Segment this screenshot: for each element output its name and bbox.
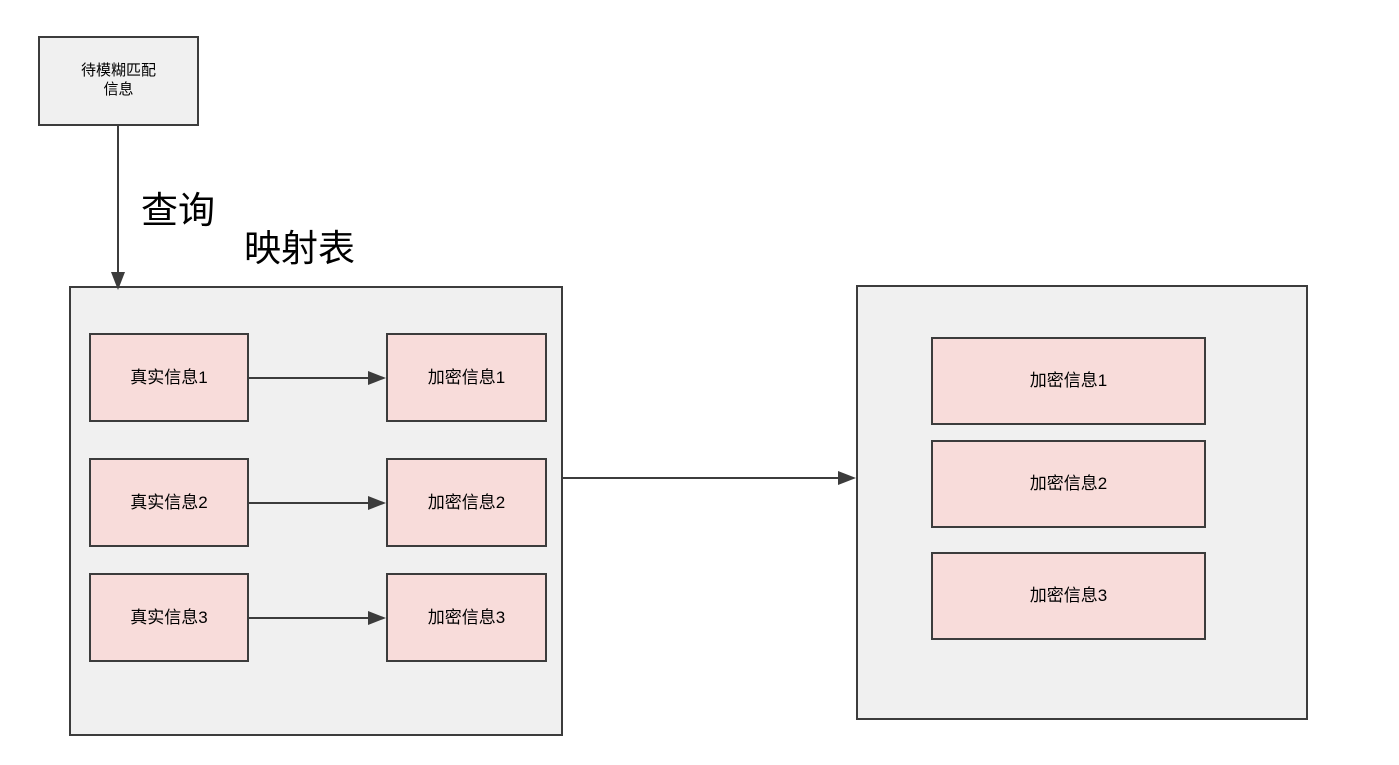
output-encrypted-info-node-2[interactable]: 加密信息2	[931, 440, 1206, 528]
source-node-fuzzy-match-info[interactable]: 待模糊匹配 信息	[38, 36, 199, 126]
real-info-node-3[interactable]: 真实信息3	[89, 573, 249, 662]
real-info-node-1[interactable]: 真实信息1	[89, 333, 249, 422]
source-node-label-line1: 待模糊匹配	[80, 62, 156, 80]
real-info-node-2[interactable]: 真实信息2	[89, 458, 249, 547]
mapping-table-title: 映射表	[244, 228, 355, 269]
output-encrypted-info-node-3[interactable]: 加密信息3	[931, 552, 1206, 640]
edge-label-query: 查询	[141, 190, 215, 231]
output-encrypted-info-node-1[interactable]: 加密信息1	[931, 337, 1206, 425]
arrow-mapping-to-output	[563, 471, 856, 485]
arrow-source-to-mapping	[111, 126, 125, 290]
encrypted-info-node-2[interactable]: 加密信息2	[386, 458, 547, 547]
encrypted-info-node-1[interactable]: 加密信息1	[386, 333, 547, 422]
source-node-label-line2: 信息	[103, 81, 134, 98]
source-node-label: 待模糊匹配 信息	[81, 62, 156, 100]
encrypted-info-node-3[interactable]: 加密信息3	[386, 573, 547, 662]
